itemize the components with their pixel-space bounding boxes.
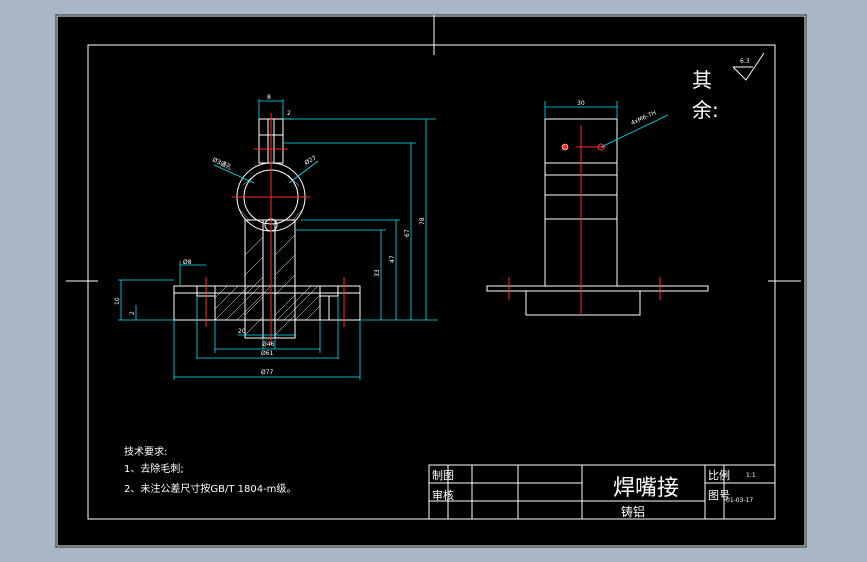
roughness-value: 6.3 [740, 58, 750, 65]
technical-notes: 技术要求: 1、去除毛刺; 2、未注公差尺寸按GB/T 1804-m级。 [124, 445, 296, 495]
dim-height-47: 47 [389, 255, 396, 263]
outer-frame [56, 15, 806, 547]
roughness-note: 其 余: 6.3 [692, 52, 765, 122]
roughness-label-line1: 其 [692, 68, 712, 92]
scale-label: 比例 [708, 468, 730, 482]
dim-d61: Ø61 [261, 350, 274, 357]
tech-notes-heading: 技术要求: [124, 445, 167, 458]
dim-top-width: 8 [267, 94, 271, 101]
dim-d46: Ø46 [262, 341, 275, 348]
dim-height-33: 33 [374, 269, 381, 277]
dim-top-gap: 2 [287, 110, 291, 117]
tech-notes-line2: 2、未注公差尺寸按GB/T 1804-m级。 [124, 482, 296, 495]
front-dimensions: 8 2 Ø3通孔 Ø27 78 67 47 33 10 2 Ø8 [114, 94, 438, 380]
drawing-viewport[interactable]: 8 2 Ø3通孔 Ø27 78 67 47 33 10 2 Ø8 [55, 14, 807, 548]
title-block: 制图 审核 焊嘴接 铸铝 比例 1:1 图号 01-03-17 [428, 464, 776, 520]
dim-inner-ring: Ø27 [304, 154, 318, 166]
tech-notes-line1: 1、去除毛刺; [124, 462, 184, 475]
side-view [486, 118, 709, 316]
drawing-canvas[interactable]: 8 2 Ø3通孔 Ø27 78 67 47 33 10 2 Ø8 [56, 15, 808, 549]
dim-height-78: 78 [419, 217, 426, 225]
front-view [173, 113, 361, 345]
dim-d77: Ø77 [261, 369, 274, 376]
dim-bore-20: 20 [238, 328, 246, 335]
inner-frame [87, 44, 776, 520]
scale-value: 1:1 [746, 472, 756, 479]
drawing-no-label: 图号 [708, 489, 730, 502]
drawing-no-value: 01-03-17 [726, 497, 753, 504]
dim-side-width: 30 [577, 100, 585, 107]
material: 铸铝 [621, 504, 645, 519]
section-hatch [214, 285, 321, 321]
dim-left-2: 2 [129, 311, 136, 315]
roughness-symbol [732, 52, 765, 81]
side-dimensions: 30 4xM6-7H [544, 100, 669, 148]
designer-label: 制图 [432, 469, 454, 482]
dim-side-thread: 4xM6-7H [630, 110, 657, 127]
roughness-label-line2: 余: [692, 98, 719, 122]
dim-counterbore: Ø8 [183, 259, 192, 266]
dim-left-10: 10 [114, 297, 121, 305]
dim-height-67: 67 [404, 229, 411, 237]
checker-label: 审核 [432, 488, 454, 502]
part-name: 焊嘴接 [613, 476, 679, 501]
